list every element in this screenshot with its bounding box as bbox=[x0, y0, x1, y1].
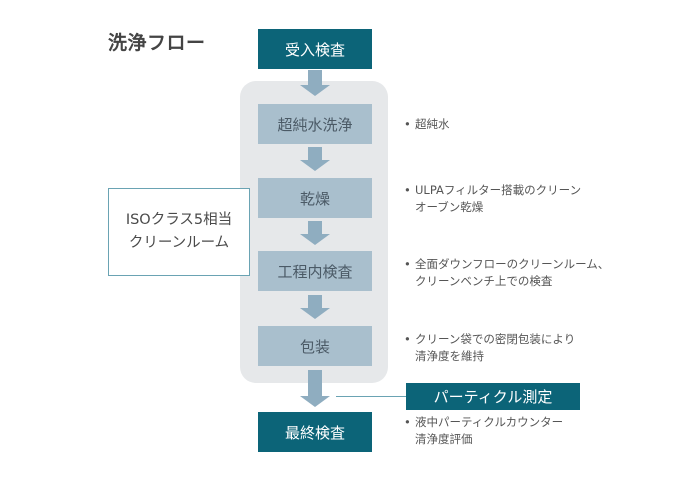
step-drying: 乾燥 bbox=[258, 178, 372, 218]
bullet-icon: • bbox=[404, 415, 411, 429]
bullet-icon: • bbox=[404, 117, 411, 131]
note-drying: • ULPAフィルター搭載のクリーン オーブン乾燥 bbox=[404, 182, 581, 216]
note-text: クリーン袋での密閉包装により bbox=[415, 332, 576, 346]
note-ultrapure-wash: • 超純水 bbox=[404, 116, 450, 133]
note-inprocess-inspection: • 全面ダウンフローのクリーンルーム、 クリーンベンチ上での検査 bbox=[404, 256, 609, 290]
diagram-title: 洗浄フロー bbox=[108, 32, 206, 54]
note-text: ULPAフィルター搭載のクリーン bbox=[415, 183, 582, 197]
step-inprocess-inspection: 工程内検査 bbox=[258, 251, 372, 291]
cleanroom-label-line2: クリーンルーム bbox=[128, 235, 230, 251]
arrow-down-icon bbox=[300, 147, 330, 173]
step-packaging: 包装 bbox=[258, 326, 372, 366]
step-receiving-inspection: 受入検査 bbox=[258, 29, 372, 69]
step-final-inspection: 最終検査 bbox=[258, 412, 372, 452]
arrow-down-icon bbox=[300, 295, 330, 321]
note-text: 全面ダウンフローのクリーンルーム、 bbox=[415, 257, 610, 271]
cleanroom-label-line1: ISOクラス5相当 bbox=[125, 212, 233, 228]
particle-measurement-label: パーティクル測定 bbox=[406, 383, 580, 410]
bullet-icon: • bbox=[404, 332, 411, 346]
note-text: 清浄度を維持 bbox=[415, 349, 484, 363]
bullet-icon: • bbox=[404, 257, 411, 271]
note-text: オーブン乾燥 bbox=[415, 200, 484, 214]
note-text: 清浄度評価 bbox=[415, 432, 473, 446]
note-text: 液中パーティクルカウンター bbox=[415, 415, 564, 429]
note-final-inspection: • 液中パーティクルカウンター 清浄度評価 bbox=[404, 414, 563, 448]
arrow-down-icon bbox=[300, 70, 330, 98]
connector-line bbox=[336, 396, 406, 397]
step-ultrapure-wash: 超純水洗浄 bbox=[258, 104, 372, 144]
arrow-down-icon bbox=[300, 370, 330, 408]
arrow-down-icon bbox=[300, 221, 330, 247]
note-packaging: • クリーン袋での密閉包装により 清浄度を維持 bbox=[404, 331, 575, 365]
bullet-icon: • bbox=[404, 183, 411, 197]
note-text: 超純水 bbox=[415, 117, 450, 131]
note-text: クリーンベンチ上での検査 bbox=[415, 274, 553, 288]
cleanroom-callout: ISOクラス5相当 クリーンルーム bbox=[108, 188, 250, 276]
